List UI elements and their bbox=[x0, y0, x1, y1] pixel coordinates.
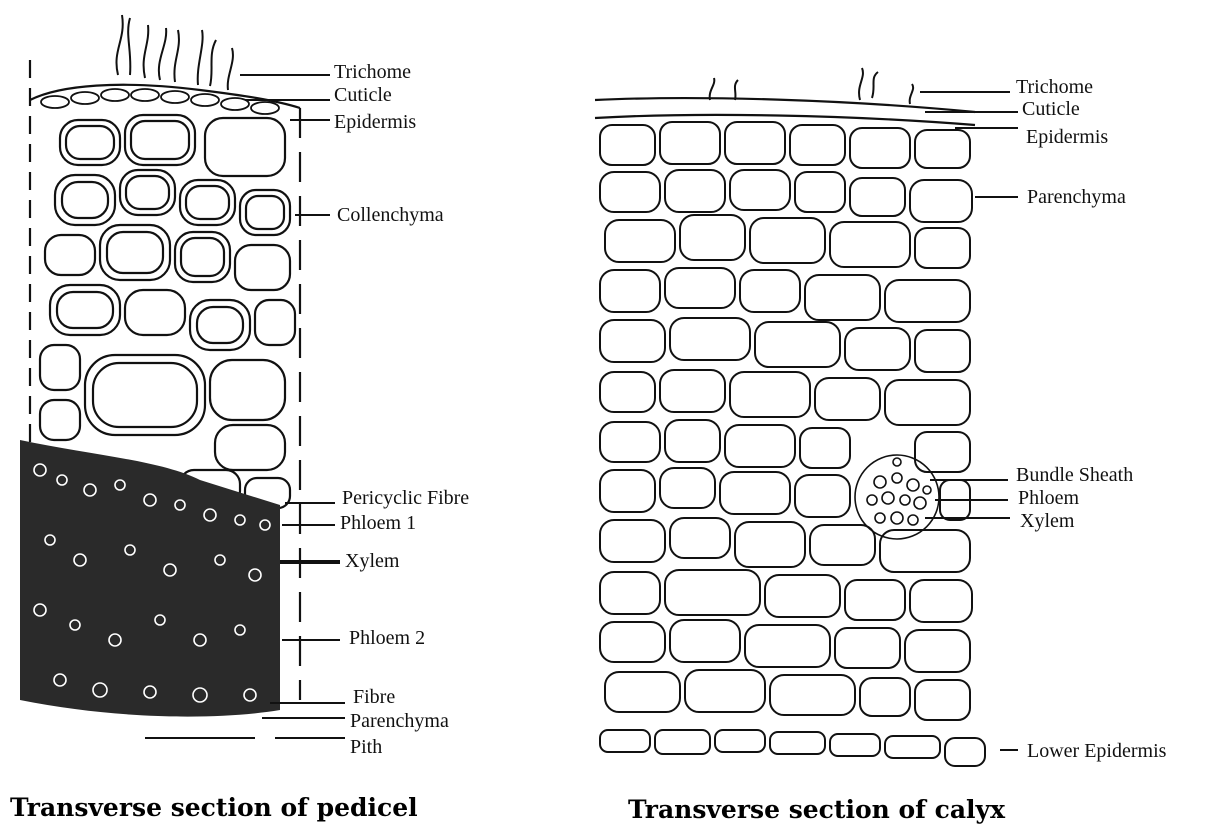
pedicel-label-trichome: Trichome bbox=[334, 62, 411, 82]
calyx-label-bundle-sheath: Bundle Sheath bbox=[1016, 465, 1133, 485]
calyx-parenchyma bbox=[600, 122, 972, 720]
pedicel-label-pericyclic-fibre: Pericyclic Fibre bbox=[342, 488, 469, 508]
pedicel-label-epidermis: Epidermis bbox=[334, 112, 416, 132]
calyx-vascular-bundle bbox=[855, 455, 939, 539]
calyx-label-phloem: Phloem bbox=[1018, 488, 1079, 508]
pedicel-caption: Transverse section of pedicel bbox=[10, 795, 418, 820]
pedicel-label-collenchyma: Collenchyma bbox=[337, 205, 444, 225]
calyx-epidermis-line bbox=[595, 115, 975, 125]
pedicel-trichomes bbox=[116, 15, 232, 90]
calyx-label-trichome: Trichome bbox=[1016, 77, 1093, 97]
pedicel-label-fibre: Fibre bbox=[353, 687, 395, 707]
pedicel-label-parenchyma: Parenchyma bbox=[350, 711, 449, 731]
calyx-label-parenchyma: Parenchyma bbox=[1027, 187, 1126, 207]
calyx-cuticle-line bbox=[595, 98, 975, 112]
calyx-label-cuticle: Cuticle bbox=[1022, 99, 1080, 119]
pedicel-label-xylem: Xylem bbox=[345, 551, 399, 571]
pedicel-label-phloem-1: Phloem 1 bbox=[340, 513, 416, 533]
pedicel-vascular-region bbox=[20, 440, 280, 717]
calyx-lower-epidermis bbox=[600, 730, 985, 766]
pedicel-epidermis bbox=[41, 89, 279, 114]
pedicel-collenchyma bbox=[40, 115, 295, 508]
calyx-label-epidermis: Epidermis bbox=[1026, 127, 1108, 147]
pedicel-label-phloem-2: Phloem 2 bbox=[349, 628, 425, 648]
calyx-label-xylem: Xylem bbox=[1020, 511, 1074, 531]
calyx-label-lower-epidermis: Lower Epidermis bbox=[1027, 741, 1166, 761]
pedicel-label-pith: Pith bbox=[350, 737, 382, 757]
pedicel-label-cuticle: Cuticle bbox=[334, 85, 392, 105]
calyx-caption: Transverse section of calyx bbox=[628, 797, 1005, 822]
calyx-diagram bbox=[595, 68, 985, 766]
